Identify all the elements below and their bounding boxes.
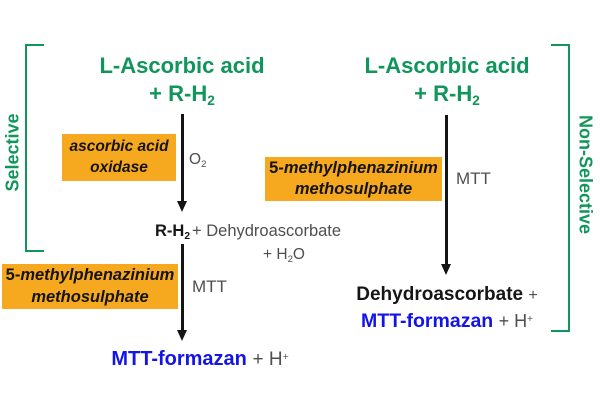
selective-bracket [25,44,44,252]
arrow-head-icon [441,264,452,275]
selective-intermediate-water: + H2O [263,246,305,265]
selective-mtt-label: MTT [192,277,227,296]
reagent-line1: 5-methylphenazinium [5,266,175,285]
selective-arrow-2 [177,244,188,341]
reagent-line2: methosulphate [294,180,413,198]
proton-product: + H+ [498,310,533,331]
selective-reagent-box: 5-methylphenazinium methosulphate [2,264,178,309]
formazan-product: MTT-formazan [361,309,494,332]
selective-intermediate-line1: R-H2+ Dehydroascorbate [155,222,342,242]
arrow-head-icon [177,330,188,341]
enzyme-line1: ascorbic acid [69,138,169,156]
nonselective-mtt-label: MTT [456,169,491,188]
selective-reactant-title: L-Ascorbic acid + R-H2 [82,52,282,108]
proton-product: + H+ [252,349,289,370]
nonselective-arrow [441,115,452,275]
nonselective-reactant-title: L-Ascorbic acid + R-H2 [347,52,547,108]
reagent-line1: 5-methylphenazinium [269,158,438,177]
intermediate-rh2: R-H2 [155,222,191,242]
nonselective-reactant-line1: L-Ascorbic acid [364,53,530,78]
selective-product: MTT-formazan + H+ [85,348,315,371]
nonselective-product-line2: MTT-formazan + H+ [332,308,562,334]
enzyme-line2: oxidase [90,158,148,176]
nonselective-reactant-line2: + R-H2 [414,81,480,108]
nonselective-reagent-box: 5-methylphenazinium methosulphate [265,157,442,201]
reagent-line2: methosulphate [31,287,149,306]
intermediate-dehydroascorbate: + Dehydroascorbate [192,222,342,240]
nonselective-bracket [551,44,570,332]
oxygen-label: O2 [189,151,207,170]
selective-reactant-line2: + R-H2 [149,81,215,108]
formazan-product: MTT-formazan [111,348,247,370]
selective-label: Selective [2,113,23,192]
nonselective-product-line1: Dehydroascorbate + [356,284,538,305]
selective-reactant-line1: L-Ascorbic acid [99,53,265,78]
nonselective-product: Dehydroascorbate + MTT-formazan + H+ [332,282,562,334]
enzyme-box: ascorbic acid oxidase [62,134,176,181]
arrow-head-icon [177,201,188,212]
selective-arrow-1 [177,114,188,212]
nonselective-label: Non-Selective [575,114,596,235]
